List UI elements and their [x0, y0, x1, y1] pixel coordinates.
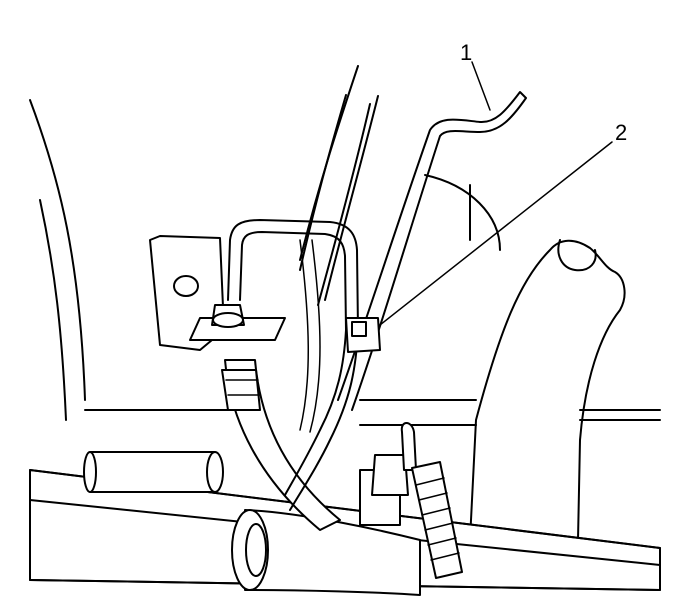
tube-end [231, 509, 421, 596]
left-body-panel [29, 99, 231, 421]
threaded-hose [411, 461, 463, 579]
wheel-backing [424, 174, 501, 251]
knuckle-housing [469, 239, 661, 541]
callout-number-2: 2 [615, 120, 627, 145]
floor-edges [359, 399, 477, 426]
pipe-retaining-clip [345, 317, 381, 353]
callout-number-1: 1 [460, 40, 472, 65]
callout-2-leader [379, 141, 613, 326]
brake-hose-bracket [149, 235, 286, 351]
flexible-brake-hose [221, 359, 341, 531]
bleeder-fitting [359, 422, 417, 526]
frame-rails [299, 65, 379, 306]
axle-cylinder [83, 451, 224, 493]
callout-1-leader [471, 61, 491, 111]
